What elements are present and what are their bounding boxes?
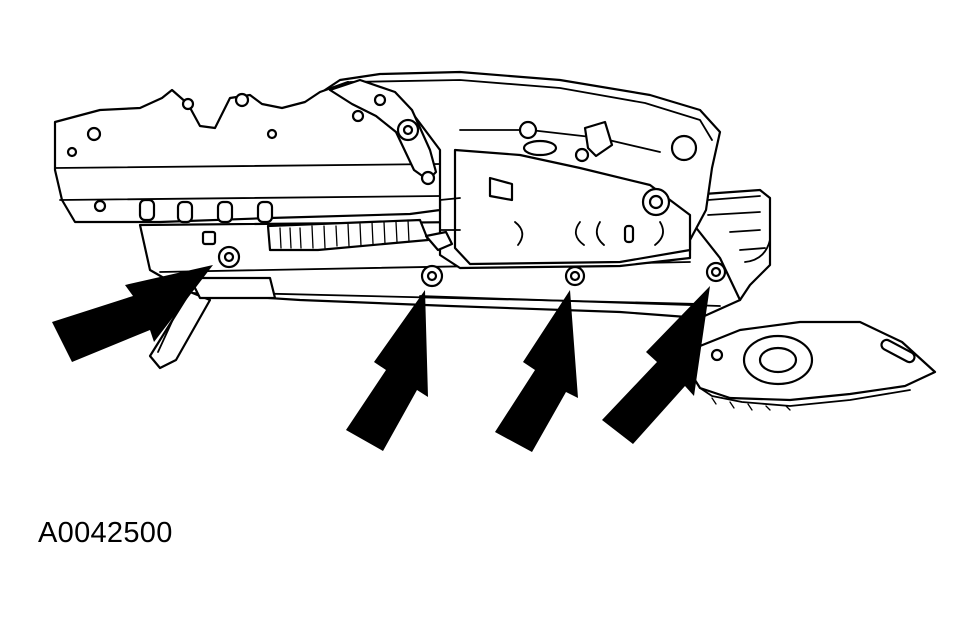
figure-code-label: A0042500 <box>38 517 173 549</box>
bolt-3 <box>564 265 586 287</box>
floor-bracket <box>688 320 937 411</box>
arrow-1 <box>52 265 213 362</box>
arrow-4 <box>602 286 710 444</box>
fasteners <box>217 245 727 288</box>
arrow-3 <box>495 290 578 452</box>
gear-rack <box>201 218 454 252</box>
bolt-1 <box>217 245 241 269</box>
bolt-4 <box>705 261 727 283</box>
recliner-panel <box>323 70 722 270</box>
arrow-2 <box>346 290 428 451</box>
callout-arrows <box>52 265 710 452</box>
side-lever <box>148 276 277 370</box>
bolt-2 <box>420 264 444 288</box>
front-track-housing <box>53 78 442 224</box>
